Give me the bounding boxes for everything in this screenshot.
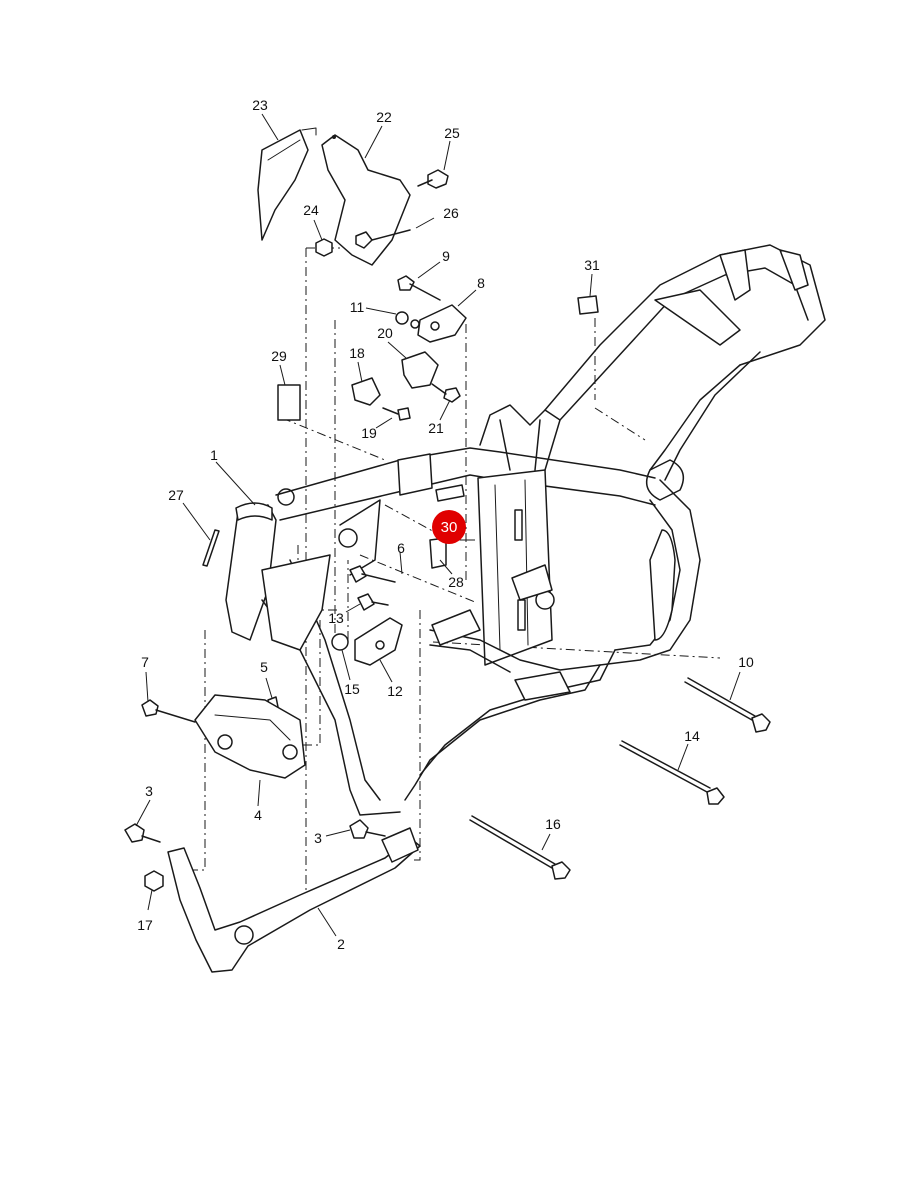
part-16-bolt (551, 861, 571, 880)
callout-24: 24 (303, 202, 319, 218)
part-26-screw (355, 231, 373, 249)
part-15-washer (331, 633, 349, 651)
part-3-bolt-left (124, 823, 145, 843)
part-10-bolt (751, 713, 771, 733)
callout-25: 25 (444, 125, 460, 141)
callout-29: 29 (271, 348, 287, 364)
callout-11: 11 (350, 299, 365, 315)
callout-12: 12 (387, 683, 403, 699)
callout-28: 28 (448, 574, 464, 590)
part-3-bolt-right (349, 819, 369, 839)
callout-22: 22 (376, 109, 392, 125)
callout-3-left: 3 (145, 783, 153, 799)
callout-13: 13 (328, 610, 344, 626)
callout-5: 5 (260, 659, 268, 675)
callout-1: 1 (210, 447, 218, 463)
part-9-bolt (397, 275, 415, 291)
callout-31: 31 (584, 257, 600, 273)
motorcycle-frame (225, 244, 826, 816)
part-13-bolt (357, 593, 375, 611)
part-6-bolt (349, 565, 367, 583)
callout-7: 7 (141, 654, 149, 670)
part-2-lower-tube (167, 837, 421, 973)
parts (124, 127, 771, 973)
callout-6: 6 (397, 540, 405, 556)
part-4-mount (194, 694, 306, 779)
callout-26: 26 (443, 205, 459, 221)
part-22-bracket (321, 134, 411, 266)
part-8-plate (417, 304, 467, 343)
part-20-bracket (401, 351, 439, 389)
highlight-marker[interactable] (432, 510, 466, 544)
part-19-screw (397, 407, 411, 421)
part-14-bolt (706, 787, 725, 805)
part-17-nut (144, 870, 164, 892)
callout-15: 15 (344, 681, 360, 697)
part-27-rod (202, 529, 220, 567)
part-30-strip (435, 484, 465, 502)
callout-4: 4 (254, 807, 262, 823)
callout-9: 9 (442, 248, 450, 264)
callout-27: 27 (168, 487, 184, 503)
part-24-nut (315, 238, 333, 257)
callout-23: 23 (252, 97, 268, 113)
part-18-clip (351, 377, 381, 406)
callout-18: 18 (349, 345, 365, 361)
leader-lines (135, 113, 741, 937)
callout-2: 2 (337, 936, 345, 952)
part-11-washer (395, 311, 409, 325)
callout-3-right: 3 (314, 830, 322, 846)
callout-labels: 23 22 25 24 26 9 8 31 11 20 29 18 19 21 … (137, 97, 754, 952)
callout-21: 21 (428, 420, 444, 436)
part-31-bushing (577, 295, 599, 315)
callout-30[interactable]: 30 (441, 519, 458, 536)
callout-17: 17 (137, 917, 153, 933)
part-7-bolt (141, 699, 159, 717)
callout-19: 19 (361, 425, 377, 441)
callout-14: 14 (684, 728, 700, 744)
callout-10: 10 (738, 654, 754, 670)
part-23-cover (257, 129, 309, 241)
callout-20: 20 (377, 325, 393, 341)
callout-8: 8 (477, 275, 485, 291)
part-21-bolt (443, 387, 461, 403)
callout-16: 16 (545, 816, 561, 832)
highlighted-callout-30[interactable]: 30 (432, 510, 466, 544)
part-25-bolt (427, 169, 449, 189)
part-29-pad (277, 384, 301, 421)
